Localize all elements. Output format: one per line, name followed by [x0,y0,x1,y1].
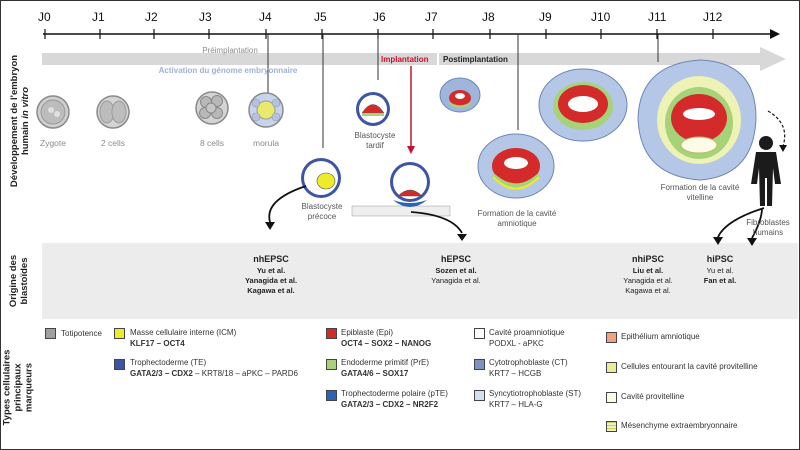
legend-name: Epiblaste (Epi) [341,328,394,337]
day-label: J7 [425,10,438,24]
eight-cell-embryo [195,91,229,125]
legend-swatch [606,362,617,373]
legend-name: Epithélium amniotique [621,332,700,341]
legend-name: Masse cellulaire interne (ICM) [130,328,237,337]
phase-implantation: Implantation [381,55,429,64]
origin-title: hiPSC [706,254,734,264]
origin-ref: Yanagida et al. [623,276,673,285]
day-label: J12 [703,10,723,24]
stage-label-amniotic: Formation de la cavité amniotique [477,209,557,228]
day-label: J8 [482,10,495,24]
legend-markers: OCT4 – SOX2 – NANOG [341,339,432,348]
origin-ref: Yu et al. [706,266,734,275]
stage-label-zygote: Zygote [40,138,66,148]
origin-ref: Yanagida et al. [431,276,481,285]
legend-name: Cellules entourant la cavité provitellin… [621,362,758,371]
phase-activation: Activation du génome embryonnaire [158,66,298,75]
legend-swatch [45,328,56,339]
late-blastocyst [356,92,390,126]
legend-name: Totipotence [61,329,102,338]
implanting-blastocyst [351,162,451,217]
legend-swatch [326,359,337,370]
legend-swatch [114,359,125,370]
legend-name: Mésenchyme extraembryonnaire [621,421,738,430]
day-label: J9 [539,10,552,24]
human-silhouette-icon [751,136,781,206]
legend-markers: KRT7 – HCGB [489,369,542,378]
origin-ref: Kagawa et al. [247,286,295,295]
phase-arrow [42,47,786,71]
legend-name: Cytotrophoblaste (CT) [489,358,568,367]
derivation-arrows [268,185,765,239]
origin-ref: Kagawa et al. [625,286,671,295]
day-label: J11 [648,10,667,24]
stage-label-early-blastocyst: Blastocyste précoce [301,202,343,221]
legend-name: Endoderme primitif (PrE) [341,358,430,367]
legend-name: Trophectoderme polaire (pTE) [341,389,448,398]
legend-markers: KRT7 – HLA-G [489,400,543,409]
legend-swatch [474,359,485,370]
early-blastocyst [301,158,341,198]
legend-markers: GATA2/3 – CDX2 – KRT8/18 – aPKC – PARD6 [130,369,298,378]
legend-markers: GATA4/6 – SOX17 [341,369,409,378]
origin-band [42,243,798,319]
origin-ref: Fan et al. [703,276,737,285]
day-label: J6 [373,10,386,24]
day-label: J10 [591,10,611,24]
origin-title: nhEPSC [253,254,289,264]
origin-ref: Sozen et al. [435,266,477,275]
stage-label-morula: morula [253,138,279,148]
amniotic-cavity-embryo [477,133,555,199]
origin-title: hEPSC [440,254,471,264]
day-label: J0 [38,10,51,24]
timeline-axis [43,29,780,39]
stage-label-yolk: Formation de la cavité vitelline [660,183,740,202]
yolk-sac-embryo [637,59,757,181]
origin-ref: Liu et al. [632,266,664,275]
legend-markers: GATA2/3 – CDX2 – NR2F2 [341,400,439,409]
two-cell-embryo [96,95,130,129]
legend-name: Syncytiotrophoblaste (ST) [489,389,582,398]
origin-ref: Yanagida et al. [244,276,298,285]
day-label: J4 [259,10,272,24]
origin-title: nhiPSC [631,254,664,264]
day-label: J2 [145,10,158,24]
legend-markers: PODXL - aPKC [489,339,544,348]
legend-name: Trophectoderme (TE) [130,358,207,367]
legend-swatch [326,390,337,401]
day-label: J3 [199,10,212,24]
implantation-arrow [407,66,415,154]
day-label: J1 [92,10,105,24]
legend-swatch [474,328,485,339]
stage-label-2-cells: 2 cells [100,138,126,148]
morula [248,92,284,128]
legend-swatch [474,390,485,401]
stage-label-fibroblasts: Fibroblastes humains [746,218,790,237]
legend-swatch [606,332,617,343]
origin-ref: Yu et al. [256,266,286,275]
stage-label-late-blastocyst: Blastocyste tardif [354,131,396,150]
legend-swatch [114,328,125,339]
legend-swatch [606,421,617,432]
dashed-arrow [767,110,787,152]
legend-name: Cavité proamniotique [489,328,565,337]
legend-swatch [606,392,617,403]
zygote-cell [36,95,70,129]
legend-name: Cavité provitelline [621,392,685,401]
implanted-embryo-medium [538,68,628,142]
day-label: J5 [314,10,327,24]
phase-preimplantation: Préimplantation [202,46,258,55]
phase-postimplantation: Postimplantation [443,55,508,64]
implanted-embryo-small [439,77,481,113]
derivation-arrowheads [265,222,757,246]
legend-markers: KLF17 – OCT4 [130,339,185,348]
legend-swatch [326,328,337,339]
stage-label-8-cells: 8 cells [199,138,225,148]
